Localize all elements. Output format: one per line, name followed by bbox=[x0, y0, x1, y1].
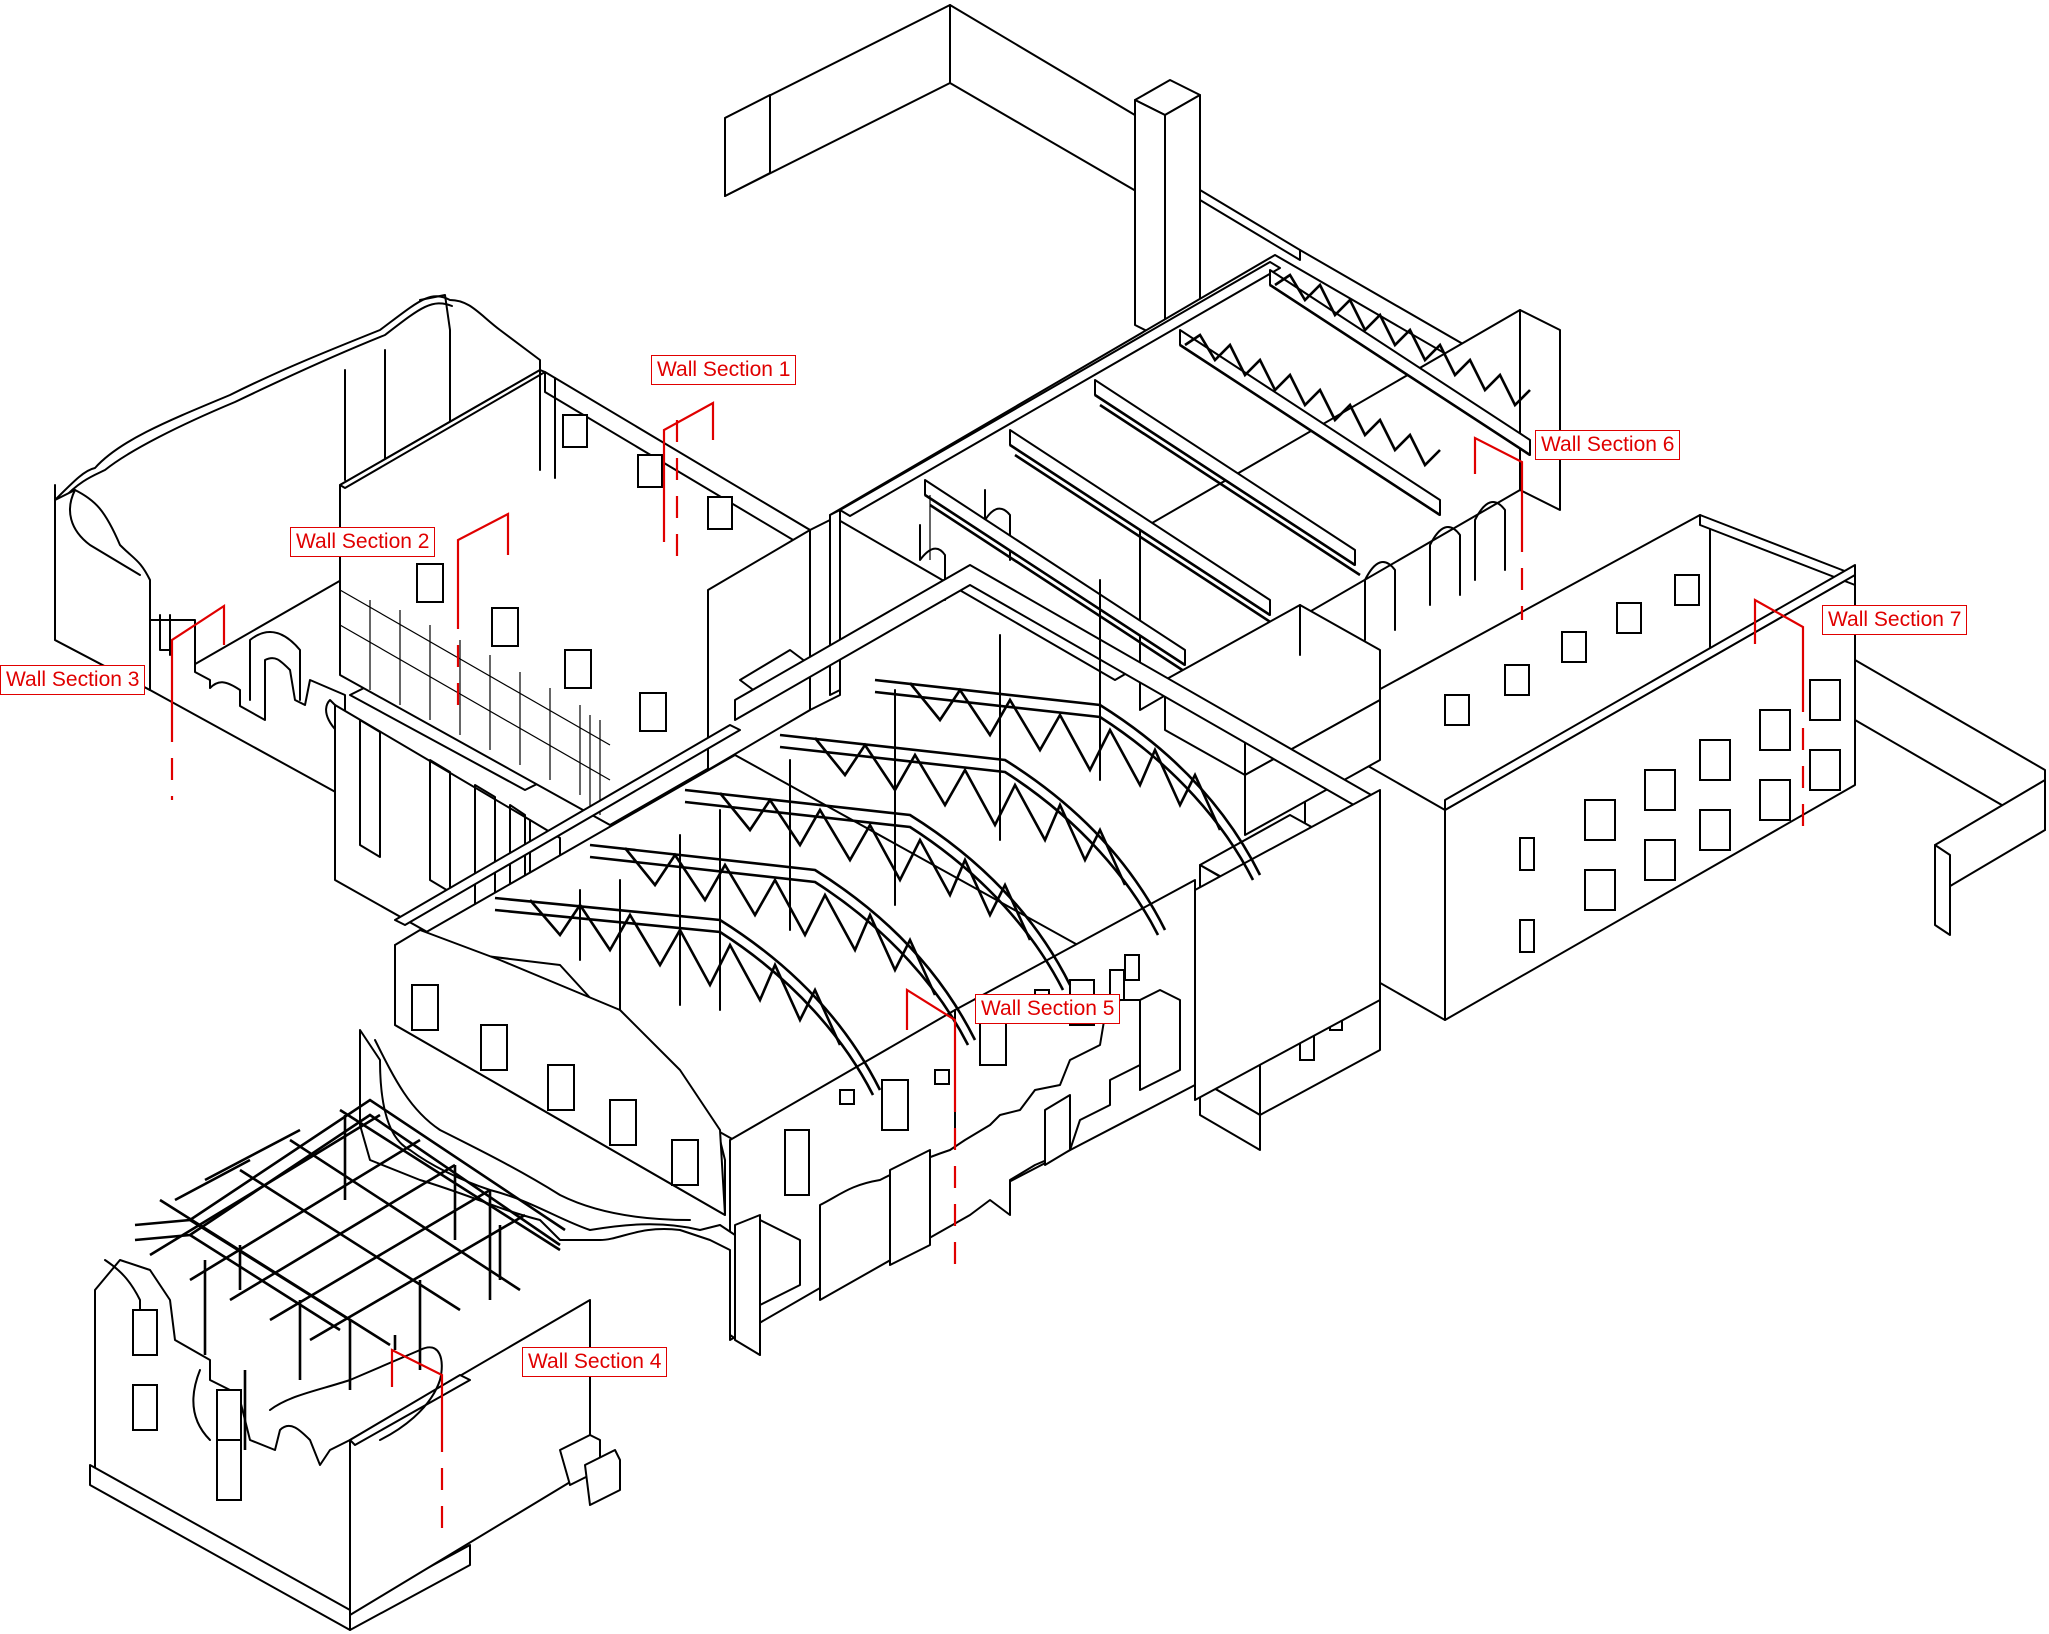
section-markers bbox=[170, 401, 1805, 1540]
hall-front-long-windows bbox=[784, 954, 1140, 1196]
back-upper-windows bbox=[1444, 574, 1700, 726]
right-boundary-wall bbox=[1854, 659, 2046, 936]
hall-front-left-windows bbox=[411, 984, 699, 1186]
wall-section-2-marker bbox=[456, 512, 510, 715]
truss-c bbox=[1094, 379, 1361, 577]
wall-section-7-marker bbox=[1753, 598, 1805, 840]
wall-section-6-marker bbox=[1473, 436, 1524, 620]
central-ruined-front-wall bbox=[359, 1029, 801, 1356]
central-truss-3 bbox=[684, 788, 1072, 991]
central-long-ruined-wall bbox=[819, 989, 1181, 1301]
front-left-end-windows bbox=[132, 1309, 242, 1501]
wall-section-1-label: Wall Section 1 bbox=[651, 355, 797, 385]
truss-a bbox=[1269, 269, 1531, 457]
central-hall-columns bbox=[579, 579, 1101, 1011]
truss-b bbox=[1179, 329, 1441, 517]
upper-right-hall bbox=[829, 254, 1561, 711]
central-truss-5 bbox=[874, 678, 1262, 881]
front-left-building bbox=[89, 1259, 621, 1631]
central-hall-trusses bbox=[494, 579, 1262, 1096]
curtain-wall-grid bbox=[339, 589, 611, 815]
rear-l-wall bbox=[724, 4, 1171, 206]
truss-e bbox=[924, 479, 1191, 677]
wall-section-1-marker bbox=[662, 401, 715, 560]
wall-section-2-label: Wall Section 2 bbox=[290, 527, 436, 557]
central-truss-1 bbox=[494, 896, 882, 1096]
wall-section-3-marker bbox=[170, 603, 226, 800]
upper-windows bbox=[562, 414, 733, 530]
wall-section-7-label: Wall Section 7 bbox=[1822, 605, 1968, 635]
front-left-roof-grid bbox=[134, 1098, 566, 1450]
wall-section-4-marker bbox=[390, 1348, 444, 1540]
front-windows bbox=[416, 563, 667, 732]
wall-section-5-label: Wall Section 5 bbox=[975, 994, 1121, 1024]
front-upper-windows bbox=[1584, 679, 1841, 841]
right-two-storey-block bbox=[1304, 514, 1856, 1021]
wall-section-6-label: Wall Section 6 bbox=[1535, 430, 1681, 460]
central-truss-4 bbox=[779, 733, 1167, 936]
wall-section-3-label: Wall Section 3 bbox=[0, 665, 146, 695]
wall-section-5-marker bbox=[905, 988, 957, 1280]
wall-section-4-label: Wall Section 4 bbox=[522, 1347, 668, 1377]
left-ruined-building bbox=[54, 294, 541, 801]
truss-d bbox=[1009, 429, 1276, 627]
upper-hall-trusses bbox=[924, 269, 1531, 677]
front-lower-windows bbox=[1519, 749, 1841, 953]
chimney bbox=[1134, 79, 1201, 341]
